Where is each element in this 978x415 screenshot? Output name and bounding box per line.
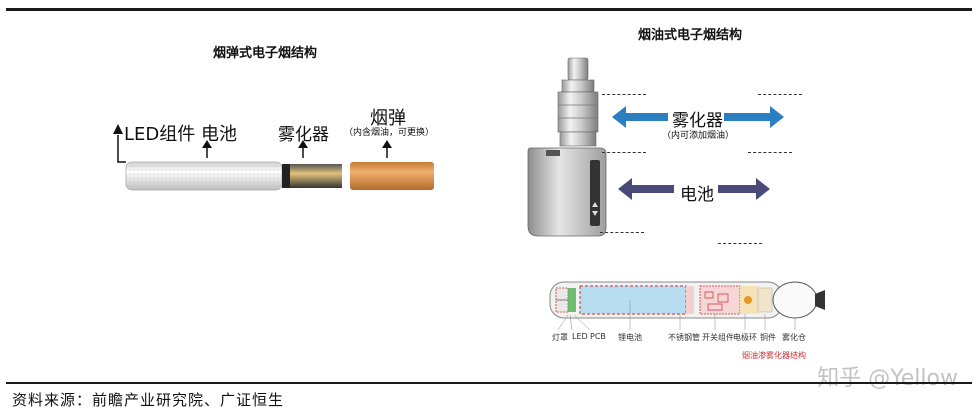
- drip-tip: [567, 57, 589, 81]
- atomizer-body: [290, 164, 342, 188]
- battery-box: [527, 147, 607, 237]
- led-connector-line: [117, 135, 126, 163]
- cutaway-label: PCB: [590, 332, 606, 341]
- cig-style-ecig-illustration: [113, 124, 434, 191]
- led-connector-arrowhead: [113, 124, 123, 134]
- guide-line: [758, 94, 802, 95]
- guide-line: [600, 232, 644, 233]
- label-led-battery: LED组件 电池: [124, 124, 237, 145]
- cutaway-label: 电极环: [733, 333, 757, 342]
- atomizer-ring: [282, 164, 290, 188]
- label-atomizer-note: （内可添加烟油）: [662, 131, 735, 141]
- watermark: 知乎 @Yellow: [817, 366, 958, 391]
- cutaway-label: 雾化仓: [782, 333, 806, 342]
- bottom-rule: [6, 382, 972, 384]
- label-atomizer-right: 雾化器: [672, 111, 723, 131]
- switch-assembly: [699, 285, 741, 315]
- cutaway-illustration: [549, 281, 825, 331]
- left-diagram-title: 烟弹式电子烟结构: [213, 46, 318, 61]
- arrow-up-icon: [202, 140, 212, 158]
- cutaway-label: 铜件: [760, 333, 776, 342]
- cartridge-body: [350, 162, 434, 190]
- cutaway-label: LED: [572, 332, 588, 341]
- label-cartridge-note: （内含烟油，可更换）: [344, 128, 435, 138]
- tank-body: [557, 91, 599, 133]
- arrow-up-icon: [382, 140, 392, 158]
- guide-line: [602, 94, 646, 95]
- battery-double-arrow: [618, 178, 770, 200]
- label-battery: 电池: [680, 185, 714, 205]
- lithium-cell: [579, 285, 687, 315]
- label-atomizer-left: 雾化器: [278, 125, 329, 145]
- label-cartridge: 烟弹: [370, 108, 406, 129]
- cutaway-red-note: 烟油渗雾化器结构: [742, 351, 806, 360]
- arrow-up-icon: [298, 140, 308, 158]
- guide-line: [748, 152, 792, 153]
- side-panel: [590, 160, 600, 226]
- top-rule: [6, 8, 972, 11]
- box-mod-ecig-illustration: [527, 57, 607, 237]
- guide-line: [718, 243, 762, 244]
- atomizer-double-arrow: [612, 106, 784, 128]
- source-caption: 资料来源：前瞻产业研究院、广证恒生: [12, 391, 285, 409]
- cutaway-label: 灯罩: [552, 333, 568, 342]
- cutaway-label: 不锈钢管: [668, 333, 700, 342]
- atomizer-chamber: [772, 281, 818, 319]
- cutaway-label: 锂电池: [618, 333, 642, 342]
- guide-line: [602, 152, 646, 153]
- right-diagram-title: 烟油式电子烟结构: [638, 28, 743, 43]
- cutaway-label: 开关组件: [702, 333, 734, 342]
